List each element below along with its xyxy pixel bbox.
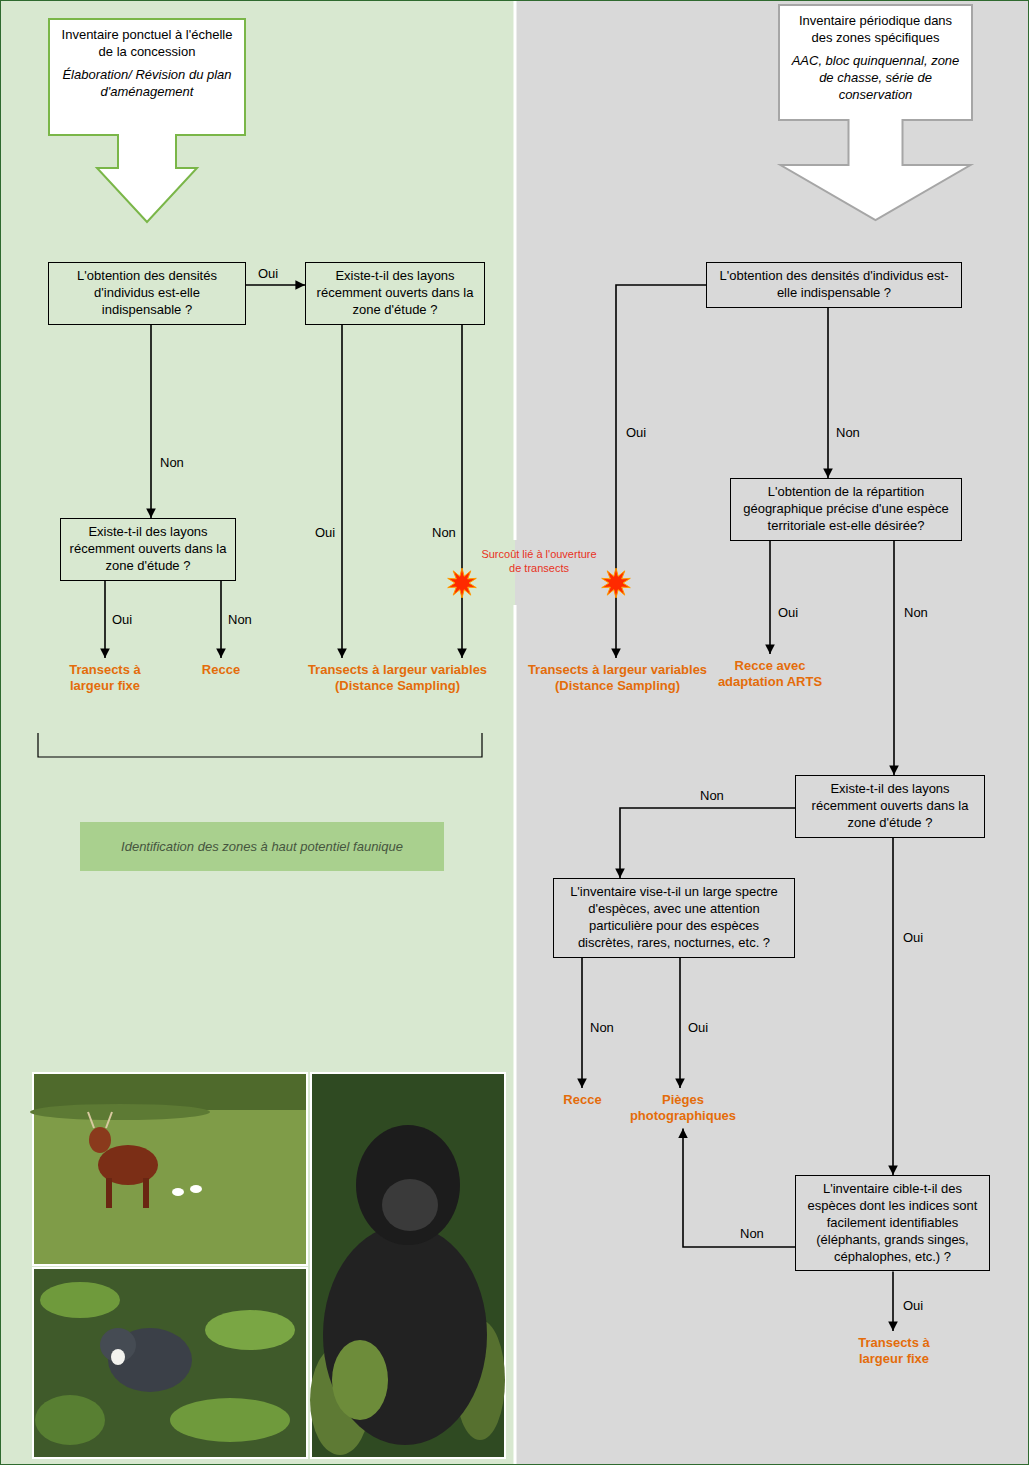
- photo-monkey: [33, 1268, 307, 1458]
- node-text: L'obtention des densités d'individus est…: [55, 268, 239, 319]
- node-text: Existe-t-il des layons récemment ouverts…: [802, 781, 978, 832]
- node-text: Inventaire périodique dans des zones spé…: [787, 13, 964, 47]
- node-text: Transects à largeur fixe: [835, 1335, 953, 1368]
- outcome-text: Transects à largeur fixe: [835, 1335, 953, 1368]
- decision-box: L'obtention des densités d'individus est…: [706, 262, 962, 308]
- edge-label: Non: [228, 612, 252, 628]
- edge-label: Non: [740, 1226, 764, 1242]
- connector: [769, 541, 771, 654]
- edge-label: Non: [904, 605, 928, 621]
- connector: [679, 958, 681, 1088]
- decision-box: Existe-t-il des layons récemment ouverts…: [60, 518, 236, 581]
- outcome-text: Recce avec adaptation ARTS: [712, 658, 828, 691]
- node-text: L'inventaire vise-t-il un large spectre …: [560, 884, 788, 952]
- node-text: Existe-t-il des layons récemment ouverts…: [312, 268, 478, 319]
- cost-note: Surcoût lié à l'ouverture de transects: [480, 548, 598, 576]
- bracket: [38, 733, 482, 757]
- node-text: L'obtention de la répartition géographiq…: [737, 484, 955, 535]
- right-panel: [515, 0, 1029, 1465]
- edge-label: Oui: [112, 612, 132, 628]
- node-text: Transects à largeur variables (Distance …: [520, 662, 715, 695]
- node-text: Existe-t-il des layons récemment ouverts…: [67, 524, 229, 575]
- node-text: Recce avec adaptation ARTS: [712, 658, 828, 691]
- connector: [581, 958, 583, 1088]
- photo-gorilla: [310, 1073, 505, 1458]
- decision-box: Existe-t-il des layons récemment ouverts…: [795, 775, 985, 838]
- decision-box: L'inventaire cible-t-il des espèces dont…: [795, 1175, 990, 1271]
- connector: [246, 284, 305, 286]
- outcome-text: Transects à largeur fixe: [50, 662, 160, 695]
- edge-label: Oui: [688, 1020, 708, 1036]
- edge-label: Oui: [315, 525, 335, 541]
- node-text: AAC, bloc quinquennal, zone de chasse, s…: [787, 53, 964, 104]
- node-text: Identification des zones à haut potentie…: [90, 839, 434, 854]
- arrow-text-area: Inventaire ponctuel à l'échelle de la co…: [48, 18, 246, 107]
- arrow-text-area: Inventaire périodique dans des zones spé…: [778, 4, 973, 109]
- node-text: Pièges photographiques: [628, 1092, 738, 1125]
- connector: [220, 581, 222, 658]
- connector: [150, 325, 152, 518]
- arrow-shape: [779, 5, 972, 220]
- edge-label: Oui: [258, 266, 278, 282]
- result-box: Identification des zones à haut potentie…: [80, 822, 444, 871]
- edge-label: Oui: [903, 1298, 923, 1314]
- start-arrow: Inventaire périodique dans des zones spé…: [778, 4, 973, 222]
- node-text: Transects à largeur variables (Distance …: [300, 662, 495, 695]
- node-text: Recce: [195, 662, 247, 678]
- decision-box: L'obtention des densités d'individus est…: [48, 262, 246, 325]
- edge-label: Oui: [778, 605, 798, 621]
- divider: [514, 0, 517, 540]
- node-text: Transects à largeur fixe: [50, 662, 160, 695]
- outcome-text: Transects à largeur variables (Distance …: [520, 662, 715, 695]
- connector: [892, 838, 894, 1175]
- start-arrow: Inventaire ponctuel à l'échelle de la co…: [48, 18, 246, 224]
- divider: [514, 605, 517, 1465]
- cost-star: [448, 568, 477, 598]
- edge-label: Oui: [903, 930, 923, 946]
- decision-box: L'inventaire vise-t-il un large spectre …: [553, 878, 795, 958]
- connector: [893, 541, 895, 775]
- node-text: Recce: [555, 1092, 610, 1108]
- node-text: L'obtention des densités d'individus est…: [713, 268, 955, 302]
- decision-box: L'obtention de la répartition géographiq…: [730, 478, 962, 541]
- edge-label: Oui: [626, 425, 646, 441]
- node-text: Élaboration/ Révision du plan d'aménagem…: [57, 67, 237, 101]
- outcome-text: Pièges photographiques: [628, 1092, 738, 1125]
- outcome-text: Transects à largeur variables (Distance …: [300, 662, 495, 695]
- connector: [683, 1129, 795, 1248]
- cost-star: [602, 568, 631, 598]
- connector: [616, 285, 706, 658]
- connector: [892, 1271, 894, 1331]
- connector: [104, 581, 106, 658]
- outcome-text: Recce: [195, 662, 247, 678]
- edge-label: Non: [160, 455, 184, 471]
- connector: [341, 325, 343, 658]
- connector: [461, 325, 463, 658]
- edge-label: Non: [590, 1020, 614, 1036]
- edge-label: Non: [700, 788, 724, 804]
- connector: [620, 808, 795, 878]
- connector: [827, 308, 829, 478]
- decision-box: Existe-t-il des layons récemment ouverts…: [305, 262, 485, 325]
- node-text: Inventaire ponctuel à l'échelle de la co…: [57, 27, 237, 61]
- left-panel: [0, 0, 515, 1465]
- arrow-shape: [49, 19, 245, 222]
- edge-label: Non: [432, 525, 456, 541]
- outcome-text: Recce: [555, 1092, 610, 1108]
- photo-bongo: [30, 1073, 307, 1265]
- edge-label: Non: [836, 425, 860, 441]
- node-text: L'inventaire cible-t-il des espèces dont…: [802, 1181, 983, 1265]
